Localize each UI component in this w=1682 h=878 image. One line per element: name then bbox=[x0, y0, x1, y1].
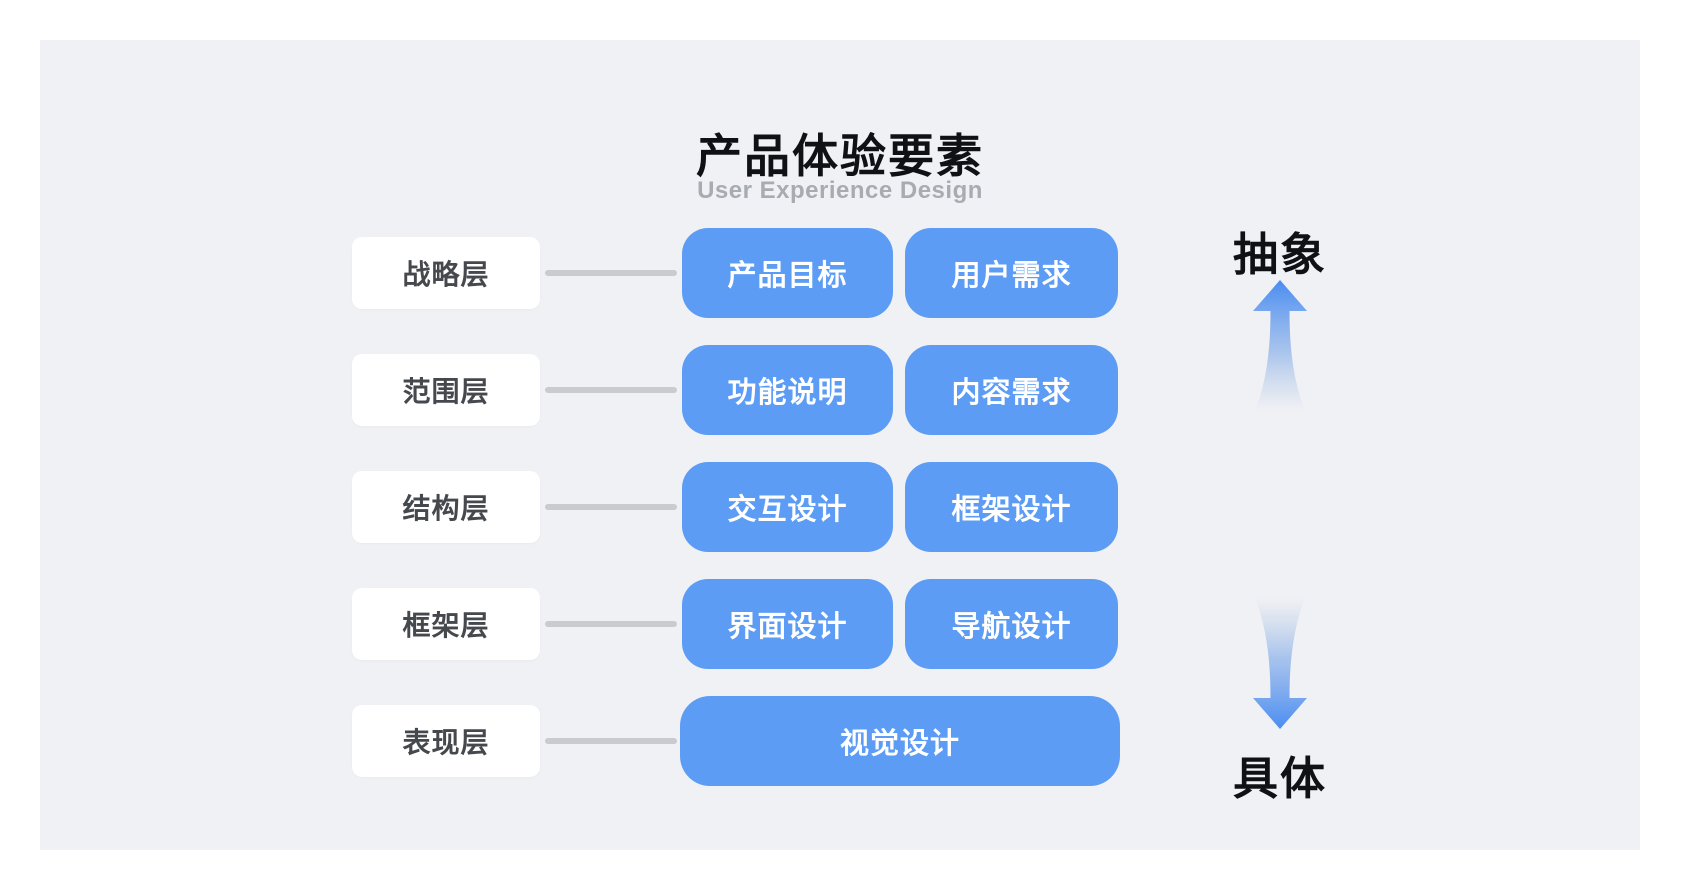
axis-label-abstract: 抽象 bbox=[1232, 229, 1327, 280]
connector-line bbox=[545, 270, 677, 276]
element-box: 产品目标 bbox=[682, 228, 893, 318]
layer-label: 战略层 bbox=[352, 237, 540, 309]
element-box: 界面设计 bbox=[682, 579, 893, 669]
page-title: 产品体验要素 bbox=[696, 130, 984, 182]
layer-label: 表现层 bbox=[352, 705, 540, 777]
arrow-up-icon bbox=[1248, 280, 1312, 412]
diagram-panel: 产品体验要素 User Experience Design 战略层 产品目标 用… bbox=[40, 40, 1640, 850]
connector-line bbox=[545, 738, 677, 744]
layer-row-structure: 结构层 交互设计 框架设计 bbox=[40, 462, 1640, 552]
element-box: 交互设计 bbox=[682, 462, 893, 552]
element-box: 用户需求 bbox=[905, 228, 1118, 318]
layer-label: 范围层 bbox=[352, 354, 540, 426]
element-box: 框架设计 bbox=[905, 462, 1118, 552]
element-box: 导航设计 bbox=[905, 579, 1118, 669]
axis-label-concrete: 具体 bbox=[1232, 753, 1327, 804]
element-box: 视觉设计 bbox=[680, 696, 1120, 786]
arrow-down-icon bbox=[1248, 593, 1312, 733]
connector-line bbox=[545, 621, 677, 627]
page-subtitle: User Experience Design bbox=[697, 177, 983, 204]
layer-row-strategy: 战略层 产品目标 用户需求 bbox=[40, 228, 1640, 318]
connector-line bbox=[545, 387, 677, 393]
element-box: 内容需求 bbox=[905, 345, 1118, 435]
element-box: 功能说明 bbox=[682, 345, 893, 435]
layer-row-surface: 表现层 视觉设计 bbox=[40, 696, 1640, 786]
layer-label: 框架层 bbox=[352, 588, 540, 660]
layer-label: 结构层 bbox=[352, 471, 540, 543]
connector-line bbox=[545, 504, 677, 510]
layer-row-skeleton: 框架层 界面设计 导航设计 bbox=[40, 579, 1640, 669]
layer-row-scope: 范围层 功能说明 内容需求 bbox=[40, 345, 1640, 435]
